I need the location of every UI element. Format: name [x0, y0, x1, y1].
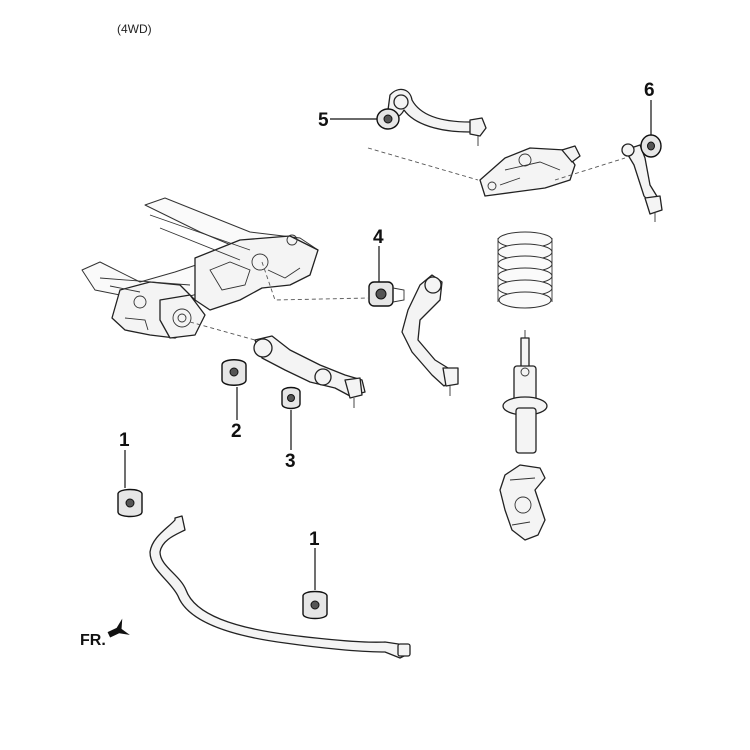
shock-absorber	[502, 330, 548, 454]
front-subframe	[81, 197, 319, 339]
coil-spring	[497, 231, 553, 309]
lower-control-arm	[253, 335, 366, 408]
lower-arm-bushing-2	[221, 359, 247, 386]
tension-arm-bushing-4	[368, 281, 405, 307]
front-arrow-icon	[107, 618, 130, 638]
callout-5: 5	[318, 110, 329, 131]
stabilizer-bushing-right	[302, 590, 328, 620]
lower-arm-bushing-3	[281, 386, 301, 410]
upper-arm-bushing-5	[376, 108, 400, 130]
callout-leaders	[124, 100, 652, 590]
upper-link-right	[621, 143, 663, 222]
callout-2: 2	[231, 421, 242, 442]
upper-control-arm	[387, 88, 487, 146]
front-direction-indicator: FR.	[80, 618, 130, 649]
knuckle-upper-bracket	[479, 145, 581, 197]
tension-arm	[401, 274, 459, 396]
callout-3: 3	[285, 451, 296, 472]
steering-knuckle	[499, 464, 546, 541]
callout-1-left: 1	[119, 430, 130, 451]
upper-arm-bushing-6	[640, 134, 662, 158]
callout-6: 6	[644, 80, 655, 101]
assembly-lines	[189, 147, 626, 341]
stabilizer-bar	[149, 515, 411, 659]
callout-1-right: 1	[309, 529, 320, 550]
callout-4: 4	[373, 227, 384, 248]
stabilizer-bushing-left	[117, 488, 143, 518]
variant-label: (4WD)	[117, 22, 152, 36]
fr-label: FR.	[80, 632, 106, 649]
